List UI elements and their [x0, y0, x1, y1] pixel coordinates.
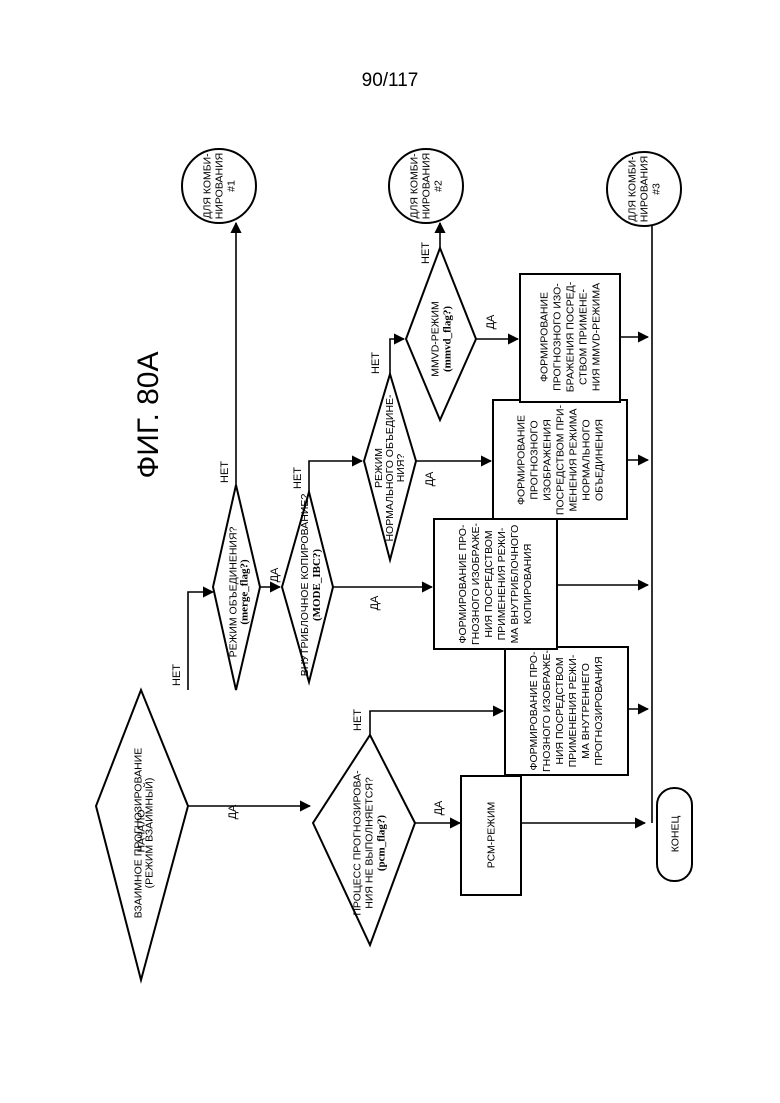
intra-box-line: ГНОЗНОГО ИЗОБРАЖЕ- — [541, 649, 553, 772]
ibc-box-line: ГНОЗНОГО ИЗОБРАЖЕ- — [470, 522, 482, 645]
mmvd-box-line: БРАЖЕНИЯ ПОСРЕД- — [565, 281, 577, 392]
normal-merge-box-line: НОРМАЛЬНОГО — [581, 419, 593, 500]
connector-1-line: #1 — [226, 180, 238, 192]
connector-2-line: #2 — [433, 180, 445, 192]
connector-2-line: ДЛЯ КОМБИ- — [409, 153, 421, 219]
label-merge-yes: ДА — [269, 567, 281, 582]
pcm-decision-line: НИЯ НЕ ВЫПОЛНЯЕТСЯ? — [363, 777, 375, 909]
end-line: КОНЕЦ — [670, 816, 682, 853]
label-pcm-no: НЕТ — [352, 709, 364, 731]
ibc-box-line: ПРИМЕНЕНИЯ РЕЖИ- — [496, 527, 508, 640]
label-normal-no: НЕТ — [370, 352, 382, 374]
merge-decision-line: (merge_flag?) — [238, 559, 250, 625]
normal-merge-box-line: ФОРМИРОВАНИЕ — [516, 415, 528, 505]
label-ibc-no: НЕТ — [292, 467, 304, 489]
normal-merge-box-line: МЕНЕНИЯ РЕЖИМА — [568, 409, 580, 512]
edge-pcm-no — [370, 711, 503, 735]
mmvd-box-line: СТВОМ ПРИМЕНЕ- — [578, 288, 590, 385]
ibc-box-line: КОПИРОВАНИЯ — [522, 544, 534, 625]
normal-merge-decision-line: НИЯ? — [395, 454, 407, 483]
mmvd-box-line: ПРОГНОЗНОГО ИЗО- — [552, 283, 564, 391]
shapes — [96, 149, 692, 980]
ibc-box-line: ФОРМИРОВАНИЕ ПРО- — [457, 524, 469, 643]
intra-box-line: МА ВНУТРЕННЕГО — [580, 663, 592, 759]
inter-decision-line: (РЕЖИМ ВЗАИМНЫЙ) — [143, 778, 156, 889]
intra-box-line: ПРОГНОЗИРОВАНИЯ — [593, 656, 605, 765]
ibc-box-line: МА ВНУТРИБЛОЧНОГО — [509, 525, 521, 644]
label-mmvd-yes: ДА — [485, 314, 497, 329]
connector-2-line: НИРОВАНИЯ — [421, 153, 433, 219]
connector-3-line: НИРОВАНИЯ — [639, 156, 651, 222]
normal-merge-box-line: ИЗОБРАЖЕНИЯ — [542, 419, 554, 501]
ibc-box-line: НИЯ ПОСРЕДСТВОМ — [483, 530, 495, 637]
label-ibc-yes: ДА — [369, 595, 381, 610]
normal-merge-box-line: ПОСРЕДСТВОМ ПРИ- — [555, 404, 567, 515]
intra-box-line: ФОРМИРОВАНИЕ ПРО- — [528, 651, 540, 770]
label-normal-yes: ДА — [424, 471, 436, 486]
mmvd-box-line: ФОРМИРОВАНИЕ — [539, 292, 551, 382]
mmvd-decision-text: MMVD-РЕЖИМ(mmvd_flag?) — [429, 301, 453, 377]
pcm-mode-line: РСМ-РЕЖИМ — [486, 802, 498, 869]
normal-merge-box-line: ПРОГНОЗНОГО — [529, 420, 541, 499]
pcm-mode-text: РСМ-РЕЖИМ — [486, 802, 498, 869]
edge-normal-no — [390, 339, 404, 374]
ibc-decision-line: ВНУТРИБЛОЧНОЕ КОПИРОВАНИЕ? — [299, 494, 311, 677]
intra-box-text: ФОРМИРОВАНИЕ ПРО-ГНОЗНОГО ИЗОБРАЖЕ-НИЯ П… — [528, 649, 605, 772]
pcm-decision-line: (pcm_flag?) — [375, 815, 387, 872]
label-inter-no: НЕТ — [171, 664, 183, 686]
edge-ibc-no — [309, 461, 362, 492]
connector-1-line: НИРОВАНИЯ — [214, 153, 226, 219]
connector-3-line: #3 — [651, 183, 663, 195]
ibc-decision-text: ВНУТРИБЛОЧНОЕ КОПИРОВАНИЕ?(MODE_IBC?) — [299, 494, 323, 677]
mmvd-box-text: ФОРМИРОВАНИЕПРОГНОЗНОГО ИЗО-БРАЖЕНИЯ ПОС… — [539, 281, 603, 392]
end-text: КОНЕЦ — [670, 816, 682, 853]
pcm-decision-line: ПРОЦЕСС ПРОГНОЗИРОВА- — [351, 770, 363, 916]
ibc-decision-line: (MODE_IBC?) — [311, 549, 323, 621]
figure-title: ФИГ. 80А — [132, 351, 165, 478]
mmvd-box-line: НИЯ MMVD-РЕЖИМА — [591, 283, 603, 391]
normal-merge-box-text: ФОРМИРОВАНИЕПРОГНОЗНОГОИЗОБРАЖЕНИЯПОСРЕД… — [516, 404, 606, 515]
intra-box-line: НИЯ ПОСРЕДСТВОМ — [554, 657, 566, 764]
connector-1-line: ДЛЯ КОМБИ- — [202, 153, 214, 219]
edge-inter-no — [188, 592, 213, 690]
label-mmvd-no: НЕТ — [420, 242, 432, 264]
connector-3-line: ДЛЯ КОМБИ- — [627, 156, 639, 222]
mmvd-decision-line: MMVD-РЕЖИМ — [429, 301, 441, 377]
intra-box-line: ПРИМЕНЕНИЯ РЕЖИ- — [567, 654, 579, 767]
normal-merge-box-line: ОБЪЕДИНЕНИЯ — [594, 419, 606, 501]
label-merge-no: НЕТ — [219, 461, 231, 483]
label-inter-yes: ДА — [227, 804, 239, 819]
mmvd-decision-line: (mmvd_flag?) — [441, 306, 453, 372]
node-texts: НАЧАЛОКОНЕЦВЗАИМНОЕ ПРОГНОЗИРОВАНИЕ(РЕЖИ… — [133, 153, 682, 918]
label-pcm-yes: ДА — [433, 800, 445, 815]
